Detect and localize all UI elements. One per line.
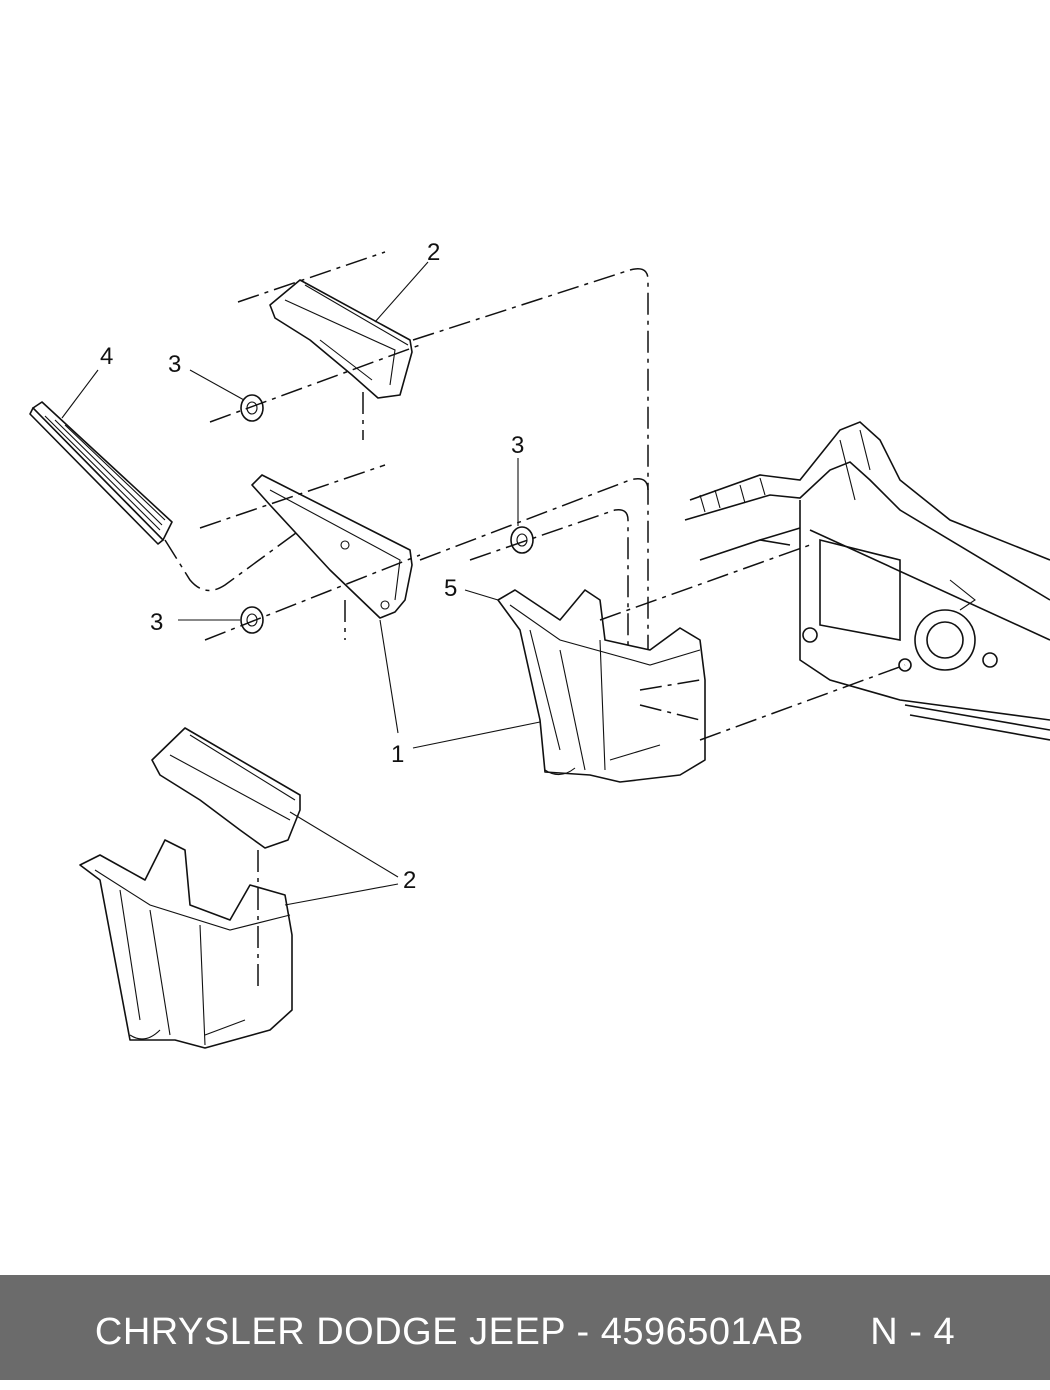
upper-bracket: [251, 474, 413, 619]
callout-2-bottom: 2: [403, 867, 416, 894]
footer-gap: [804, 1311, 870, 1353]
callout-3-upper-left: 3: [168, 351, 181, 378]
cabin-air-filter: [29, 401, 173, 545]
leader-lines: [61, 261, 541, 906]
callout-4: 4: [100, 343, 113, 370]
footer-brand: CHRYSLER DODGE JEEP: [94, 1311, 566, 1353]
nut-upper-left: [240, 394, 264, 422]
callout-2-top: 2: [427, 239, 440, 266]
callout-3-lower-left: 3: [150, 609, 163, 636]
vehicle-body-panel: [684, 421, 1050, 741]
upper-air-duct: [269, 279, 413, 399]
nut-lower-left: [240, 606, 264, 634]
footer-part-number: 4596501AB: [600, 1311, 804, 1353]
nut-right: [510, 526, 534, 554]
callout-5: 5: [444, 575, 457, 602]
footer-page: N - 4: [870, 1311, 956, 1353]
footer-separator: -: [565, 1311, 601, 1353]
footer-caption: CHRYSLER DODGE JEEP - 4596501AB N - 4: [0, 1275, 1050, 1380]
lower-air-duct: [151, 727, 301, 849]
housing-assembly: [497, 589, 706, 783]
assembly-guide-lines: [164, 251, 906, 990]
parts-diagram: 2 4 3 3 5 3 1 2: [29, 239, 1050, 1049]
callout-1: 1: [391, 741, 404, 768]
footer-bar: CHRYSLER DODGE JEEP - 4596501AB N - 4: [0, 1275, 1050, 1380]
callout-3-right: 3: [511, 432, 524, 459]
lower-housing: [79, 839, 293, 1049]
